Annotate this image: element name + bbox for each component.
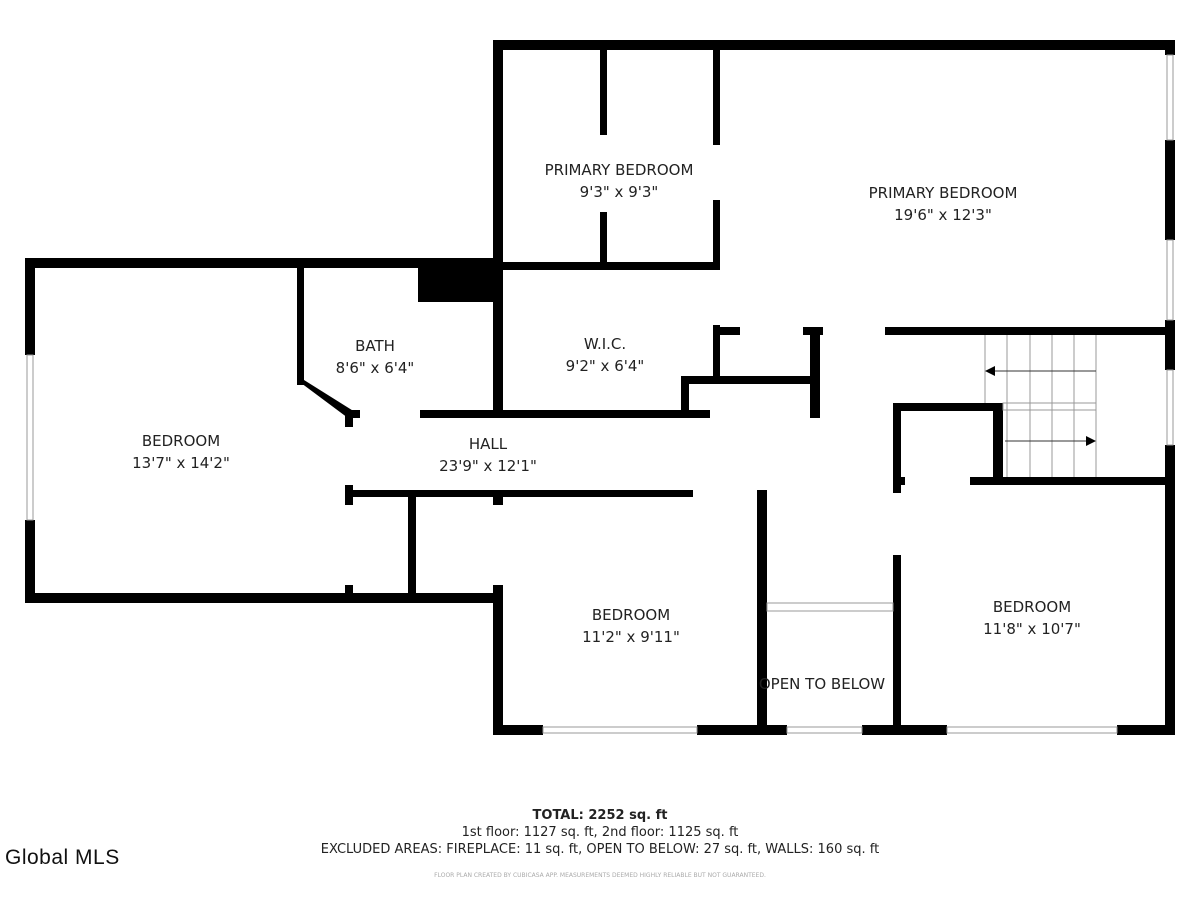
disclaimer: FLOOR PLAN CREATED BY CUBICASA APP. MEAS…	[434, 872, 766, 879]
floor-areas: 1st floor: 1127 sq. ft, 2nd floor: 1125 …	[461, 825, 739, 840]
excluded-areas: EXCLUDED AREAS: FIREPLACE: 11 sq. ft, OP…	[320, 842, 880, 857]
total-area: TOTAL: 2252 sq. ft	[532, 808, 668, 823]
windows-and-stairs	[26, 54, 1174, 734]
room-label: W.I.C.9'2" x 6'4"	[565, 335, 645, 375]
stair-arrow-icon	[985, 366, 995, 376]
walls	[25, 40, 1175, 735]
room-label: OPEN TO BELOW	[758, 675, 886, 693]
logo: Global MLS	[5, 846, 120, 869]
stair-arrow-icon	[1086, 436, 1096, 446]
